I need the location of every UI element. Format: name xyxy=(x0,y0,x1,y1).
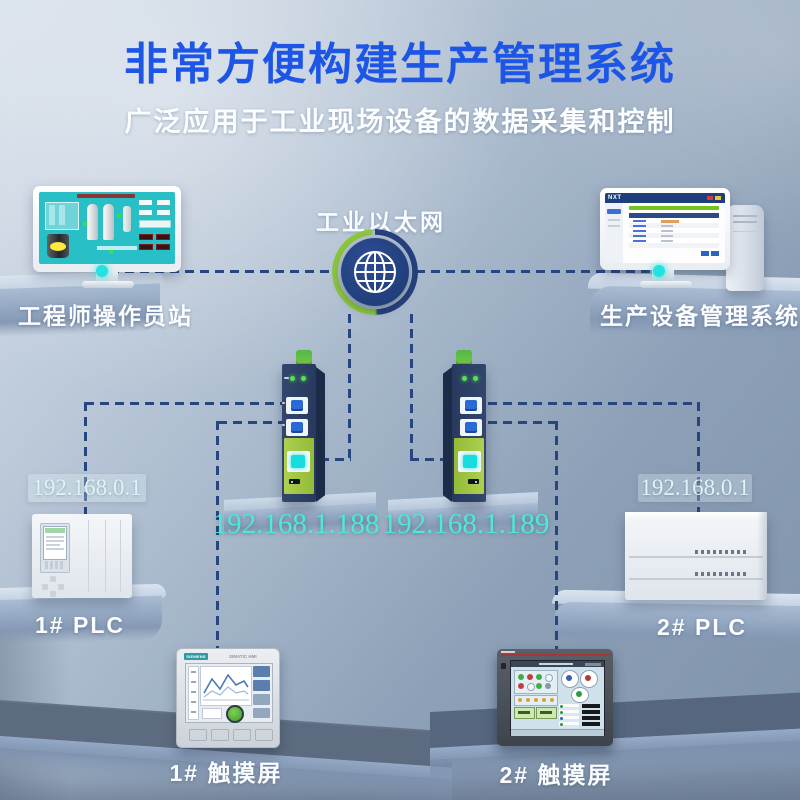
hmi1-model: SIMATIC HMI xyxy=(229,654,257,659)
hmi2-device xyxy=(497,649,613,746)
plc2-ip: 192.168.0.1 xyxy=(640,475,750,500)
link-gateway2-plc2 xyxy=(697,402,700,514)
management-screen-logo: NXT xyxy=(608,195,622,201)
hmi1-label: 1# 触摸屏 xyxy=(169,760,283,786)
link-station-ethernet xyxy=(110,270,334,273)
link-gateway1-hmi1 xyxy=(218,421,291,424)
gateway2-device xyxy=(442,350,486,502)
gateway-lan-port xyxy=(287,451,310,472)
engineer-station-label: 工程师操作员站 xyxy=(18,303,193,329)
monitor-stand xyxy=(652,270,674,281)
gateway1-device xyxy=(282,350,326,502)
management-screen: NXT xyxy=(605,193,725,263)
page-title: 非常方便构建生产管理系统 xyxy=(124,40,676,89)
plc1-device xyxy=(32,514,132,598)
monitor-stand-base xyxy=(640,281,692,288)
plc1-ip-badge: 192.168.0.1 xyxy=(28,474,146,502)
link-ethernet-gateway2 xyxy=(410,458,455,461)
plc2-label: 2# PLC xyxy=(657,614,747,640)
hmi1-knob xyxy=(226,705,244,723)
gateway-eth-port2 xyxy=(460,419,482,436)
tower-pc xyxy=(726,205,764,291)
hmi2-label: 2# 触摸屏 xyxy=(499,762,613,788)
monitor-stand-base xyxy=(82,281,134,288)
link-gateway1-hmi1 xyxy=(216,421,219,651)
gateway-eth-port1 xyxy=(460,397,482,414)
monitor-stand xyxy=(96,272,118,283)
scada-screen xyxy=(39,192,175,264)
network-port-dot xyxy=(96,265,108,277)
gateway-eth-port1 xyxy=(286,397,308,414)
link-ethernet-gateway1 xyxy=(305,458,351,461)
link-gateway2-plc2 xyxy=(473,402,700,405)
plc1-label: 1# PLC xyxy=(35,612,125,638)
gateway1-ip: 192.168.1.188 xyxy=(212,508,380,540)
network-port-dot xyxy=(653,265,665,277)
link-gateway1-plc1 xyxy=(85,402,291,405)
hmi1-screen xyxy=(185,663,273,723)
gateway2-ip: 192.168.1.189 xyxy=(382,508,550,540)
hmi1-device: SIEMENS SIMATIC HMI xyxy=(176,648,280,748)
globe-icon-lines xyxy=(354,251,396,293)
link-gateway2-hmi2 xyxy=(555,421,558,651)
gateway-lan-port xyxy=(458,451,481,472)
gateway-terminal-block xyxy=(296,350,312,366)
link-ethernet-gateway1 xyxy=(348,314,351,460)
hmi2-screen xyxy=(510,660,605,736)
management-system-label: 生产设备管理系统 xyxy=(600,303,800,329)
gateway-eth-port2 xyxy=(286,419,308,436)
link-gateway2-hmi2 xyxy=(473,421,557,424)
plc2-device xyxy=(625,512,767,600)
link-gateway1-plc1 xyxy=(84,402,87,518)
link-ethernet-gateway2 xyxy=(410,314,413,460)
plc1-ip: 192.168.0.1 xyxy=(32,475,142,500)
hmi1-brand: SIEMENS xyxy=(184,653,208,660)
plc2-ip-badge: 192.168.0.1 xyxy=(638,474,752,502)
link-ethernet-management xyxy=(416,270,654,273)
page-subtitle: 广泛应用于工业现场设备的数据采集和控制 xyxy=(124,107,676,137)
